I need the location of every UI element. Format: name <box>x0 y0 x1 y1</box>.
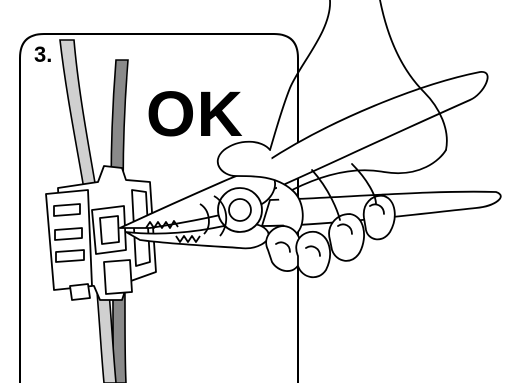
step-number: 3. <box>34 44 52 66</box>
status-ok-label: OK <box>146 82 244 146</box>
